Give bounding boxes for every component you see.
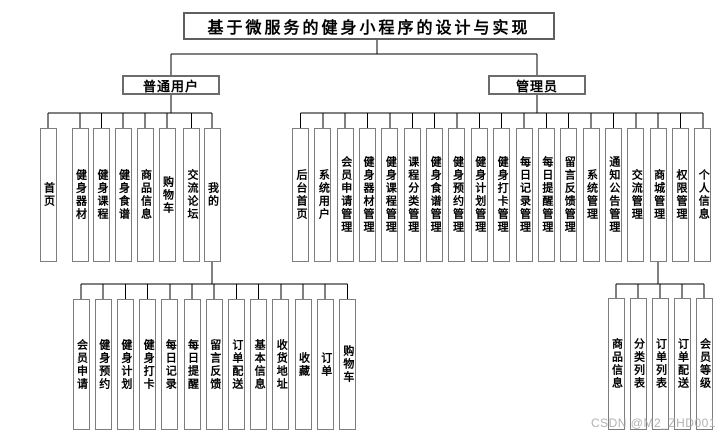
user-leaf-node: 交流论坛 bbox=[183, 128, 200, 262]
admin-leaf-node: 个人信息 bbox=[694, 128, 712, 262]
admin-leaf-node: 健身计划管理 bbox=[470, 128, 488, 262]
admin-leaf-node: 课程分类管理 bbox=[403, 128, 421, 262]
admin-leaf-node: 健身预约管理 bbox=[448, 128, 466, 262]
mall-leaf-node: 订单配送 bbox=[673, 298, 691, 430]
mall-leaf-node: 会员等级 bbox=[695, 298, 713, 430]
user-leaf-node: 我的 bbox=[203, 128, 221, 262]
user-leaf-node: 商品信息 bbox=[136, 128, 154, 262]
admin-leaf-node: 交流管理 bbox=[627, 128, 645, 262]
branch-node-regular-user: 普通用户 bbox=[122, 75, 220, 95]
my-leaf-node: 订单 bbox=[316, 299, 334, 430]
my-leaf-node: 健身计划 bbox=[116, 299, 134, 430]
mall-leaf-node: 商品信息 bbox=[607, 298, 625, 430]
admin-leaf-node: 系统管理 bbox=[582, 128, 600, 262]
my-leaf-node: 收藏 bbox=[294, 299, 312, 430]
admin-leaf-node: 留言反馈管理 bbox=[560, 128, 578, 262]
my-leaf-node: 每日提醒 bbox=[183, 299, 201, 430]
user-leaf-node: 购物车 bbox=[158, 128, 176, 262]
root-node-title: 基于微服务的健身小程序的设计与实现 bbox=[183, 12, 555, 40]
admin-leaf-node: 健身课程管理 bbox=[381, 128, 399, 262]
branch-node-admin: 管理员 bbox=[488, 75, 586, 95]
user-leaf-node: 健身课程 bbox=[93, 128, 110, 262]
admin-leaf-node: 每日记录管理 bbox=[515, 128, 533, 262]
admin-leaf-node: 系统用户 bbox=[314, 128, 332, 262]
admin-leaf-node: 每日提醒管理 bbox=[537, 128, 555, 262]
user-leaf-node: 健身食谱 bbox=[114, 128, 132, 262]
my-leaf-node: 会员申请 bbox=[72, 299, 90, 430]
admin-leaf-node: 会员申请管理 bbox=[336, 128, 354, 262]
user-leaf-node: 首页 bbox=[39, 128, 57, 262]
admin-leaf-node: 后台首页 bbox=[292, 128, 309, 262]
my-leaf-node: 收货地址 bbox=[272, 299, 290, 430]
my-leaf-node: 健身打卡 bbox=[139, 299, 157, 430]
my-leaf-node: 健身预约 bbox=[94, 299, 112, 430]
my-leaf-node: 基本信息 bbox=[250, 299, 268, 430]
my-leaf-node: 购物车 bbox=[338, 299, 356, 430]
admin-leaf-node: 健身食谱管理 bbox=[426, 128, 444, 262]
mall-leaf-node: 分类列表 bbox=[629, 298, 647, 430]
mall-leaf-node: 订单列表 bbox=[651, 298, 669, 430]
admin-leaf-node: 健身器材管理 bbox=[359, 128, 377, 262]
admin-leaf-node: 通知公告管理 bbox=[604, 128, 622, 262]
admin-leaf-node: 权限管理 bbox=[671, 128, 689, 262]
admin-leaf-node: 商城管理 bbox=[649, 128, 667, 262]
my-leaf-node: 每日记录 bbox=[161, 299, 179, 430]
my-leaf-node: 订单配送 bbox=[227, 299, 245, 430]
user-leaf-node: 健身器材 bbox=[71, 128, 89, 262]
admin-leaf-node: 健身打卡管理 bbox=[493, 128, 511, 262]
my-leaf-node: 留言反馈 bbox=[205, 299, 223, 430]
